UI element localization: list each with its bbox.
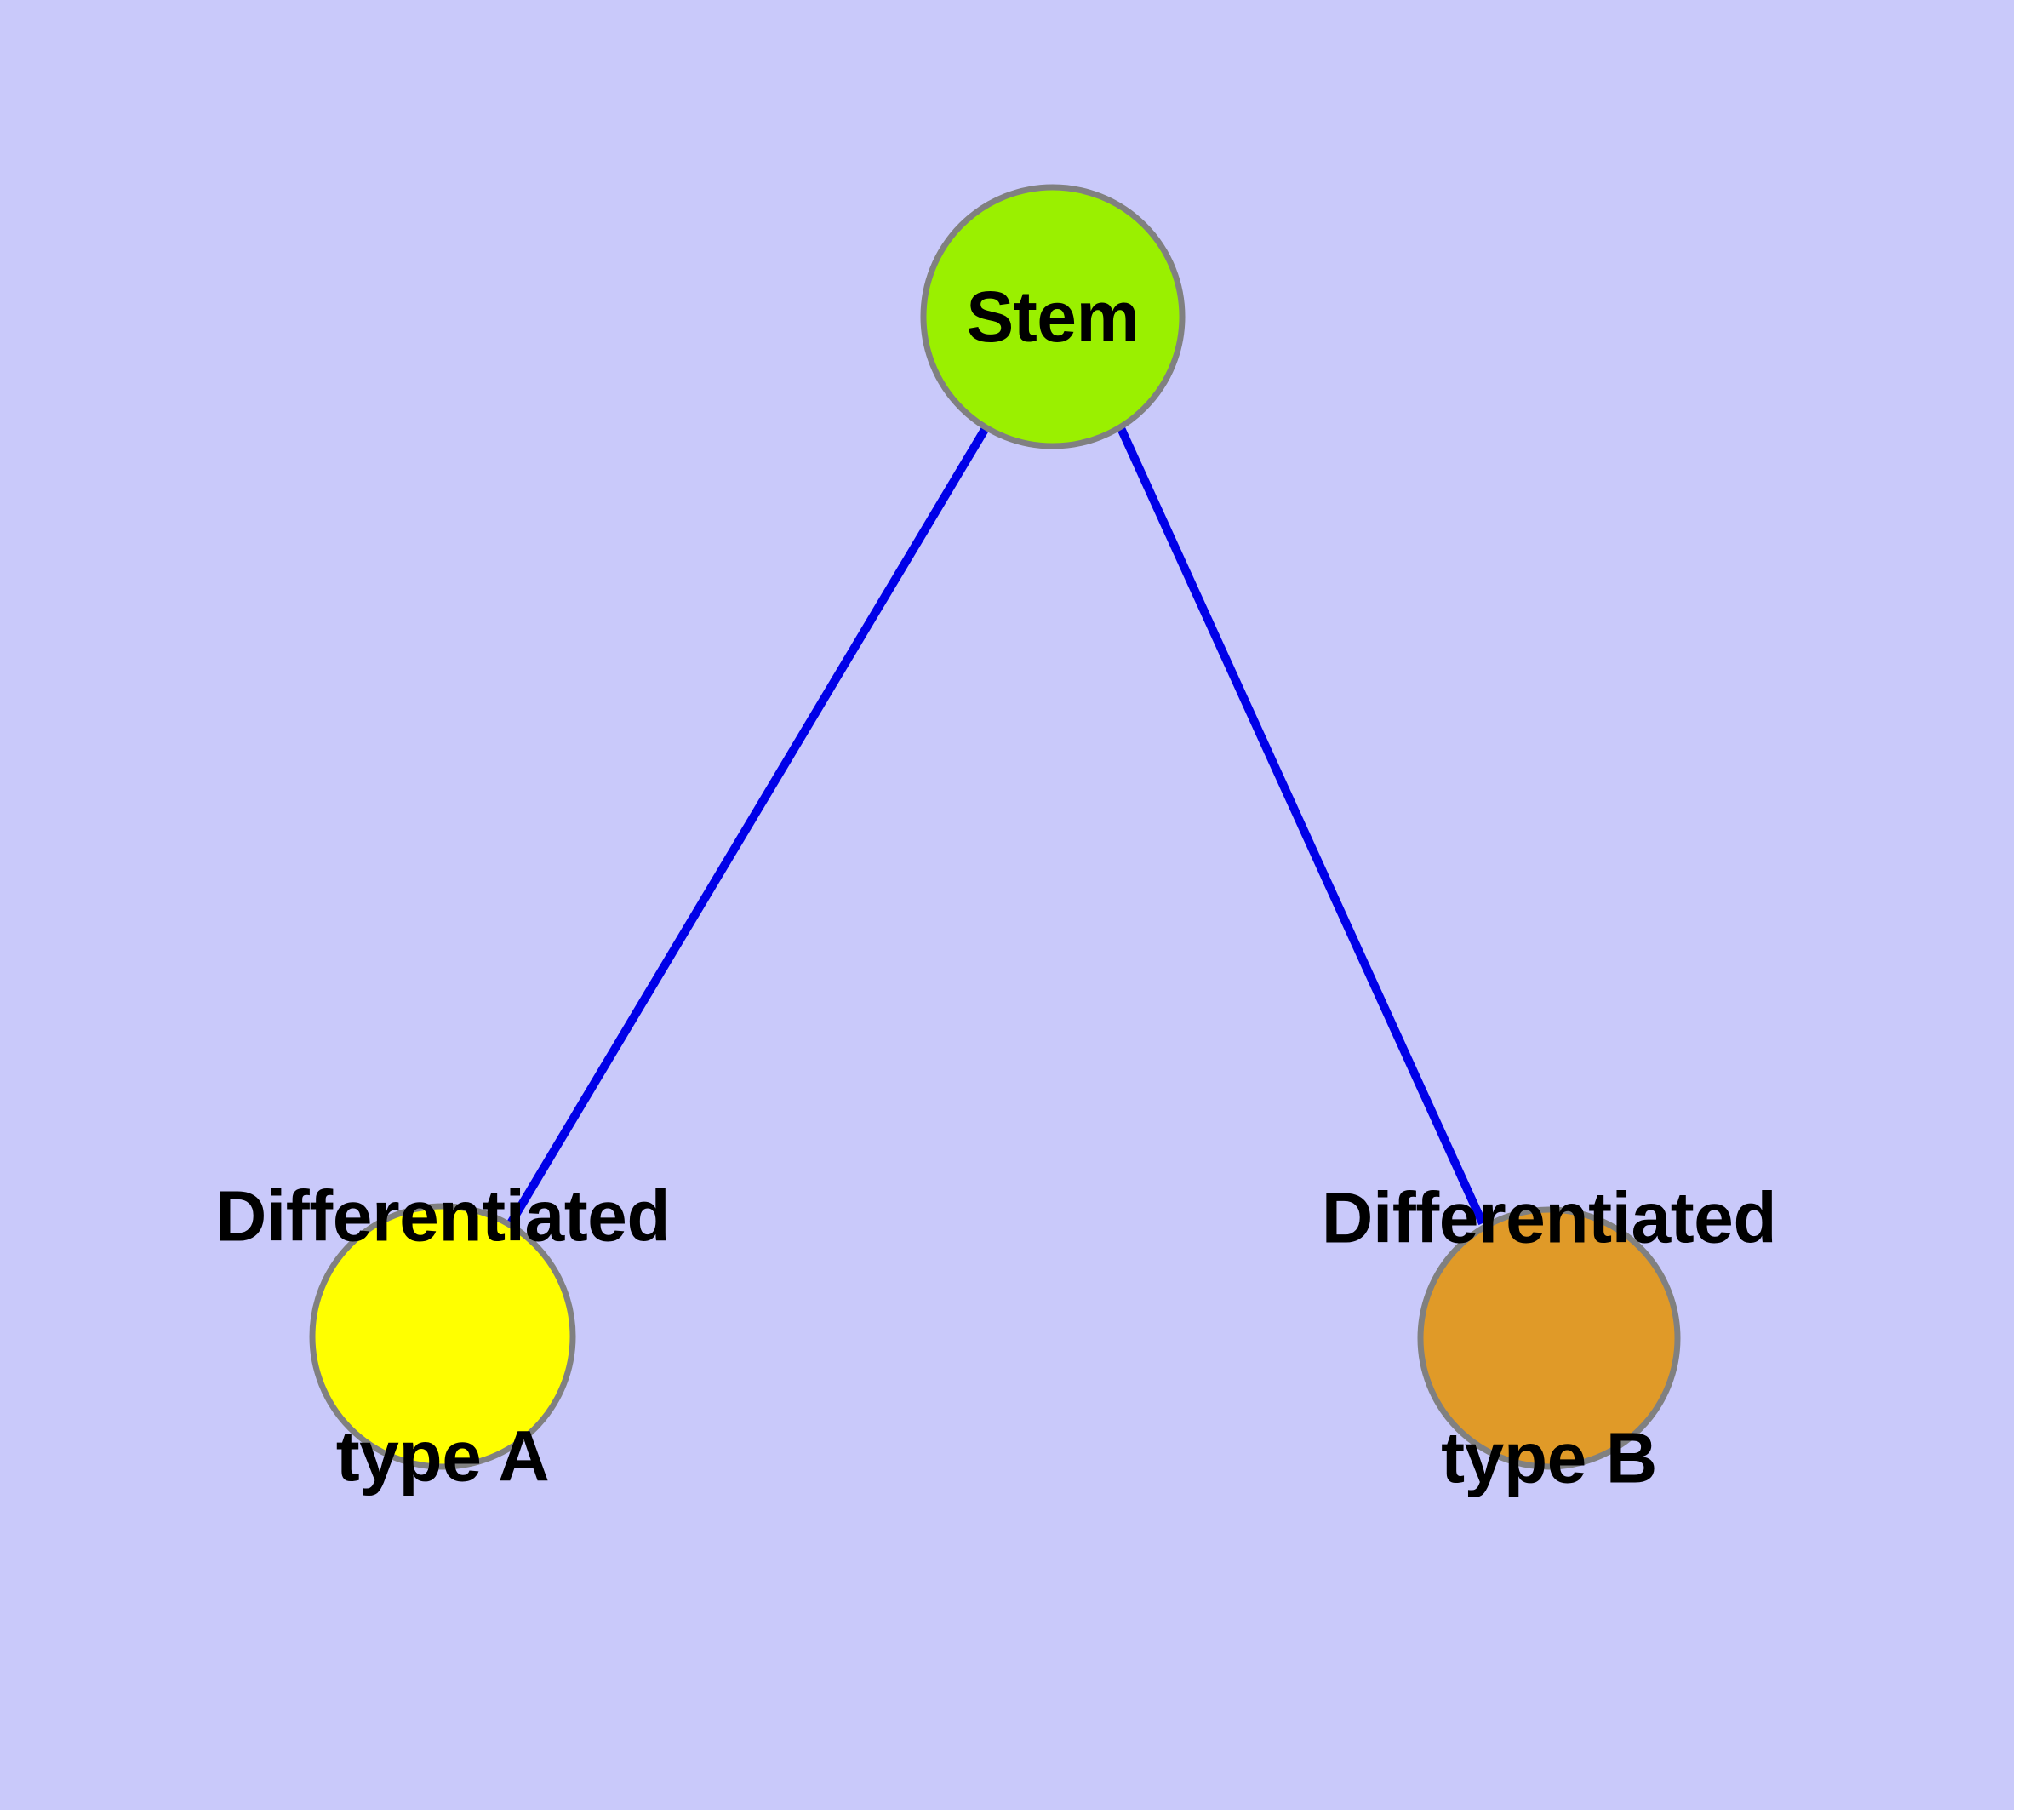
node-label-stem-line-1: Stem <box>966 276 1140 357</box>
node-circle-diff-a[interactable] <box>309 1203 576 1470</box>
node-layer <box>309 184 1681 1470</box>
node-label-diff-a-line-2: type A <box>335 1417 550 1497</box>
node-label-diff-b-line-1: Differentiated <box>1321 1177 1777 1258</box>
node-label-diff-b-line-2: type B <box>1441 1418 1657 1499</box>
node-circle-stem[interactable] <box>920 184 1186 449</box>
node-label-differentiated-type-b: Differentiated type B <box>1321 1018 1777 1659</box>
edge-layer <box>506 426 1487 1226</box>
node-circle-diff-b[interactable] <box>1417 1206 1681 1470</box>
node-label-differentiated-type-a: Differentiated type A <box>214 1016 671 1657</box>
edge-stem-to-diff-b[interactable] <box>1117 426 1487 1226</box>
node-label-stem: Stem <box>966 117 1140 517</box>
node-label-diff-a-line-1: Differentiated <box>214 1176 671 1256</box>
edge-stem-to-diff-a[interactable] <box>506 426 990 1226</box>
